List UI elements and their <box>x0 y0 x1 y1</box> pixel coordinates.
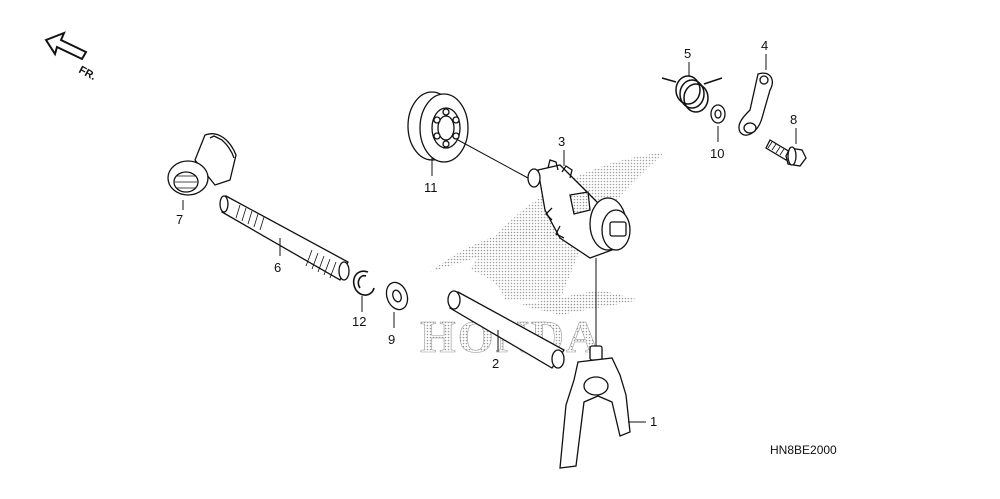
label-5: 5 <box>684 46 691 61</box>
part-gearshift-sector <box>167 133 237 196</box>
assembly-line-bearing <box>457 139 529 179</box>
label-8: 8 <box>790 112 797 127</box>
part-radial-ball-bearing <box>407 91 469 163</box>
label-11: 11 <box>424 180 438 195</box>
label-3: 3 <box>558 134 565 149</box>
part-gearshift-drum <box>527 159 631 259</box>
label-10: 10 <box>710 146 724 161</box>
label-4: 4 <box>761 38 768 53</box>
front-direction-indicator: FR. <box>44 31 98 83</box>
label-7: 7 <box>176 212 183 227</box>
part-shift-fork-shaft <box>447 290 565 369</box>
part-shift-fork <box>559 345 631 469</box>
label-9: 9 <box>388 332 395 347</box>
label-12: 12 <box>352 314 366 329</box>
front-arrow-icon <box>44 31 88 61</box>
part-circlip <box>352 270 375 296</box>
part-gearshift-spindle <box>219 195 350 281</box>
part-flange-bolt <box>765 139 807 167</box>
drawing-code: HN8BE2000 <box>770 443 837 457</box>
part-collar <box>710 104 726 124</box>
part-drum-stopper-arm <box>738 72 773 136</box>
front-direction-label: FR. <box>77 64 98 83</box>
label-6: 6 <box>274 260 281 275</box>
label-1: 1 <box>650 414 657 429</box>
part-stopper-arm-spring <box>661 75 723 113</box>
label-2: 2 <box>492 356 499 371</box>
part-washer <box>385 281 409 311</box>
